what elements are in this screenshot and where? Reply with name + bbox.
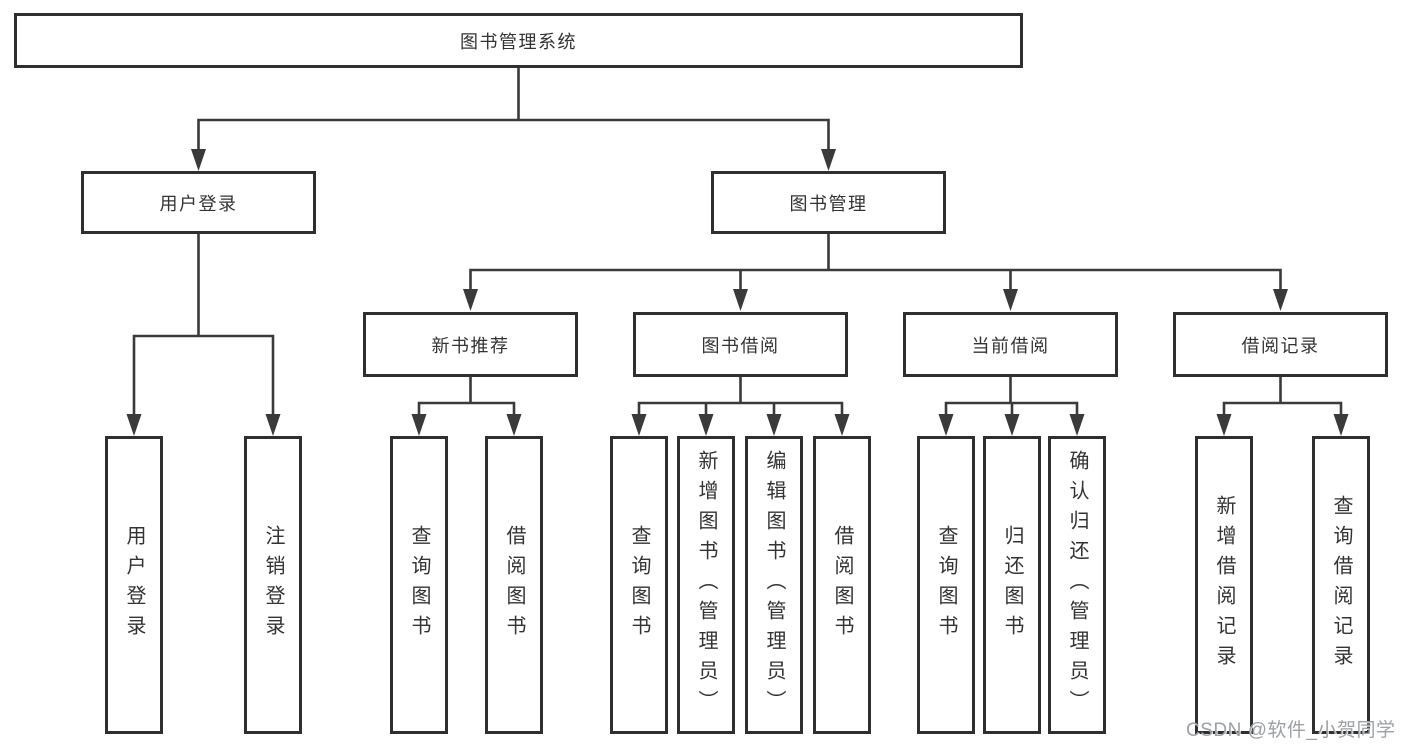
leaf-borrow-book-label: 借阅图书 [831,525,853,645]
leaf-user-login-label: 用户登录 [123,525,145,645]
node-user-login-label: 用户登录 [159,193,238,214]
leaf-add-book-admin: 新增图书（管理员） [677,436,735,734]
leaf-add-borrow-record-label: 新增借阅记录 [1213,495,1235,675]
leaf-confirm-return-admin: 确认归还（管理员） [1048,436,1106,734]
leaf-logout: 注销登录 [244,436,302,734]
node-book-borrow: 图书借阅 [633,312,848,377]
leaf-query-borrow-record: 查询借阅记录 [1312,436,1370,734]
connector-book-mgmt-to-level3 [469,234,1282,302]
node-root-label: 图书管理系统 [460,31,577,52]
connector-new-book-rec-to-leaves [417,377,516,427]
leaf-return-book-label: 归还图书 [1001,525,1023,645]
leaf-user-login: 用户登录 [105,436,163,734]
connector-root-to-level2 [197,68,830,162]
leaf-borrow-query-book-label: 查询图书 [628,525,650,645]
leaf-query-borrow-record-label: 查询借阅记录 [1330,495,1352,675]
leaf-add-borrow-record: 新增借阅记录 [1195,436,1253,734]
connector-borrow-record-to-leaves [1222,377,1343,427]
leaf-rec-query-book: 查询图书 [390,436,448,734]
leaf-rec-borrow-book-label: 借阅图书 [503,525,525,645]
connector-book-borrow-to-leaves [637,377,844,427]
node-new-book-recommend-label: 新书推荐 [431,335,510,356]
node-book-management-label: 图书管理 [789,193,868,214]
leaf-current-query-book-label: 查询图书 [935,525,957,645]
leaf-confirm-return-admin-label: 确认归还（管理员） [1066,450,1088,720]
csdn-watermark: CSDN @软件_小贺同学 [1186,720,1396,741]
leaf-rec-query-book-label: 查询图书 [408,525,430,645]
node-book-borrow-label: 图书借阅 [701,335,780,356]
node-current-borrow-label: 当前借阅 [971,335,1050,356]
leaf-logout-label: 注销登录 [262,525,284,645]
node-user-login: 用户登录 [81,171,316,234]
node-current-borrow: 当前借阅 [903,312,1118,377]
leaf-rec-borrow-book: 借阅图书 [485,436,543,734]
node-borrow-record: 借阅记录 [1173,312,1388,377]
leaf-current-query-book: 查询图书 [917,436,975,734]
leaf-borrow-book: 借阅图书 [813,436,871,734]
node-book-management: 图书管理 [711,171,946,234]
connector-user-login-to-leaves [132,234,275,427]
leaf-add-book-admin-label: 新增图书（管理员） [695,450,717,720]
node-new-book-recommend: 新书推荐 [363,312,578,377]
leaf-borrow-query-book: 查询图书 [610,436,668,734]
leaf-return-book: 归还图书 [983,436,1041,734]
node-borrow-record-label: 借阅记录 [1241,335,1320,356]
leaf-edit-book-admin: 编辑图书（管理员） [745,436,803,734]
leaf-edit-book-admin-label: 编辑图书（管理员） [763,450,785,720]
node-root: 图书管理系统 [14,13,1023,68]
arrowheads [126,149,1349,436]
